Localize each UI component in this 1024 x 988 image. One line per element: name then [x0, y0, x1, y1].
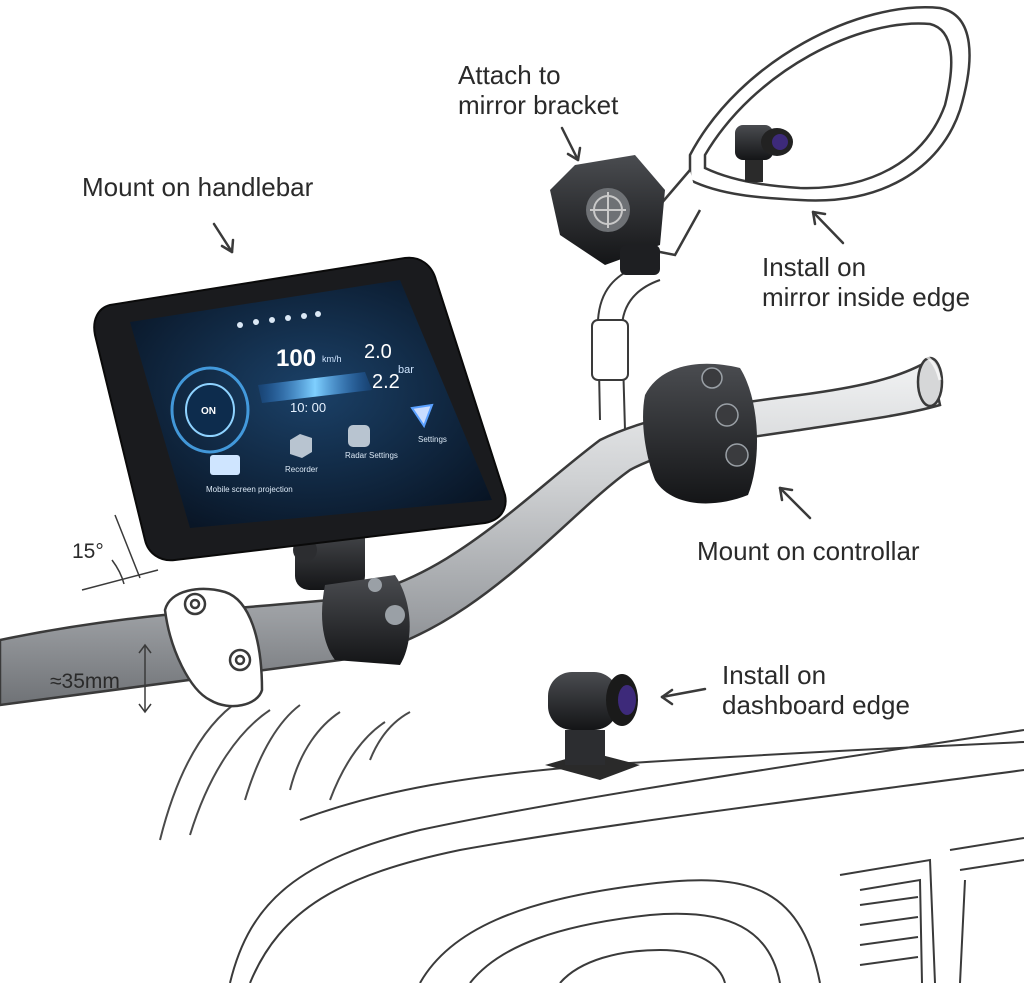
- arrow-dashboard: [660, 687, 707, 706]
- diameter-mark: [138, 643, 152, 714]
- arrows: [212, 126, 845, 706]
- diameter-label: ≈35mm: [50, 670, 120, 693]
- angle-label: 15°: [72, 540, 104, 563]
- label-controller: Mount on controllar: [697, 536, 920, 566]
- label-dashboard-line2: dashboard edge: [722, 690, 910, 720]
- label-mirror-edge-line2: mirror inside edge: [762, 282, 971, 312]
- label-mirror-bracket: Attach to mirror bracket: [458, 60, 618, 120]
- speed-value: 100: [276, 345, 316, 372]
- bracket-remote: [550, 155, 665, 275]
- pressure-top: 2.0: [364, 341, 392, 363]
- label-mirror-bracket-line1: Attach to: [458, 60, 561, 90]
- arrow-mirror-bracket: [560, 126, 582, 162]
- menu-recorder: Recorder: [285, 465, 318, 474]
- bar-clamp: [163, 587, 264, 708]
- mirror-camera: [735, 125, 793, 182]
- menu-settings: Settings: [418, 435, 447, 444]
- label-mirror-bracket-line2: mirror bracket: [458, 90, 619, 120]
- controller-unit: [643, 363, 758, 504]
- arrow-mirror-edge: [811, 210, 845, 245]
- display-unit: 100 km/h 10: 00 2.0 2.2 bar ON Mobile sc…: [93, 256, 507, 562]
- pressure-unit: bar: [398, 364, 414, 376]
- label-mirror-edge: Install on mirror inside edge: [762, 252, 970, 312]
- label-dashboard-line1: Install on: [722, 660, 827, 690]
- clock-time: 10: 00: [290, 400, 326, 415]
- mount-sketch-lines: [159, 699, 411, 841]
- pressure-bottom: 2.2: [372, 371, 400, 393]
- menu-radar-settings: Radar Settings: [345, 451, 398, 460]
- angle-mark: [81, 514, 159, 591]
- rear-mirror: [648, 6, 971, 257]
- dashboard-camera: [545, 672, 640, 780]
- label-dashboard: Install on dashboard edge: [722, 660, 910, 720]
- menu-mobile-projection: Mobile screen projection: [206, 485, 293, 494]
- label-mirror-edge-line1: Install on: [762, 252, 867, 282]
- arrow-controller: [778, 486, 812, 520]
- arrow-handlebar: [212, 222, 235, 254]
- power-state: ON: [201, 406, 216, 417]
- label-handlebar: Mount on handlebar: [82, 172, 314, 202]
- speed-unit: km/h: [322, 354, 342, 364]
